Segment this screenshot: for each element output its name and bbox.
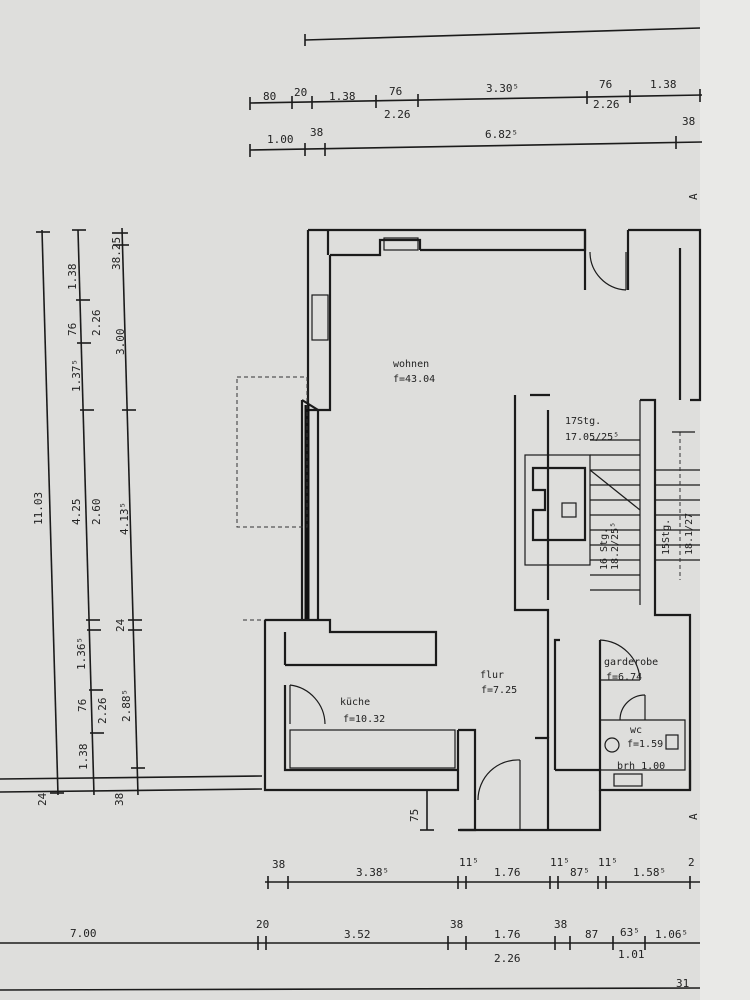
dim-75: 75 bbox=[408, 809, 421, 822]
top-dimension-chains: 80 20 1.38 76 2.26 3.30⁵ 76 2.26 1.38 1.… bbox=[249, 27, 703, 157]
dim-left-4-13: 4.13⁵ bbox=[118, 502, 131, 535]
left-dimension-chains: 11.03 1.38 76 2.26 1.37⁵ 4.25 2.60 1.36⁵… bbox=[0, 227, 263, 806]
dim-top-76b: 76 bbox=[599, 78, 612, 91]
paper-edge bbox=[700, 0, 750, 1000]
dim-top-1-38b: 1.38 bbox=[650, 78, 677, 91]
room-flur-area: f=7.25 bbox=[481, 685, 517, 696]
room-wc-area: f=1.59 bbox=[627, 739, 663, 750]
dim-top-76a: 76 bbox=[389, 85, 402, 98]
dim-bottom-3-38: 3.38⁵ bbox=[356, 866, 389, 879]
dim-top-1-00: 1.00 bbox=[267, 133, 294, 146]
dim-left-2-88: 2.88⁵ bbox=[120, 689, 133, 722]
dim-bottom-63: 63⁵ bbox=[620, 926, 640, 939]
room-garderobe-area: f=6.74 bbox=[606, 672, 642, 683]
dim-bottom-1-76b: 1.76 bbox=[494, 928, 521, 941]
stair-top-label-2: 17.05/25⁵ bbox=[565, 432, 619, 443]
dim-top-3-30: 3.30⁵ bbox=[486, 82, 519, 95]
room-flur-name: flur bbox=[480, 670, 504, 681]
dim-bottom-1-06: 1.06⁵ bbox=[655, 928, 688, 941]
room-labels: wohnen f=43.04 küche f=10.32 flur f=7.25… bbox=[340, 359, 695, 772]
dim-left-1-36: 1.36⁵ bbox=[75, 637, 88, 670]
right-stairs bbox=[655, 431, 700, 580]
dim-bottom-1-58: 1.58⁵ bbox=[633, 866, 666, 879]
dim-top-80: 80 bbox=[263, 90, 276, 103]
dim-bottom-11c: 11⁵ bbox=[598, 856, 618, 869]
dim-left-38b: 38 bbox=[113, 793, 126, 806]
page-number: 31 bbox=[676, 977, 689, 990]
dim-bottom-20: 20 bbox=[256, 918, 269, 931]
dim-bottom-1-01: 1.01 bbox=[618, 948, 645, 961]
room-kueche-name: küche bbox=[340, 697, 370, 708]
dim-top-2-26b: 2.26 bbox=[593, 98, 620, 111]
paper-sheet bbox=[0, 0, 700, 1000]
dim-bottom-2-26: 2.26 bbox=[494, 952, 521, 965]
dim-top-20: 20 bbox=[294, 86, 307, 99]
dim-top-2-26a: 2.26 bbox=[384, 108, 411, 121]
dim-left-2-26b: 2.26 bbox=[96, 698, 109, 725]
room-kueche-area: f=10.32 bbox=[343, 714, 385, 725]
dim-left-24: 24 bbox=[114, 618, 127, 632]
dim-left-2-60: 2.60 bbox=[90, 499, 103, 526]
dim-left-76b: 76 bbox=[76, 699, 89, 712]
dim-left-11-03: 11.03 bbox=[32, 492, 45, 525]
stair-top-label-1: 17Stg. bbox=[565, 416, 601, 427]
dim-left-38-25: 38.25 bbox=[110, 237, 123, 270]
dim-bottom-1-76: 1.76 bbox=[494, 866, 521, 879]
dim-bottom-7-00: 7.00 bbox=[70, 927, 97, 940]
room-garderobe-name: garderobe bbox=[604, 657, 658, 668]
dim-left-1-38b: 1.38 bbox=[77, 744, 90, 771]
stair-inner-label-2: 18.2/25⁵ bbox=[610, 522, 621, 570]
dim-bottom-38: 38 bbox=[272, 858, 285, 871]
stair-steps bbox=[589, 400, 641, 605]
dim-bottom-87b: 87 bbox=[585, 928, 598, 941]
section-mark-bottom: A bbox=[687, 813, 700, 820]
dim-left-1-37: 1.37⁵ bbox=[70, 359, 83, 392]
room-wohnen-name: wohnen bbox=[393, 359, 429, 370]
dim-bottom-11a: 11⁵ bbox=[459, 856, 479, 869]
dim-left-3-00: 3.00 bbox=[114, 329, 127, 356]
dim-left-4-25: 4.25 bbox=[70, 499, 83, 526]
room-wc-brh: brh 1.00 bbox=[617, 761, 665, 772]
dim-top-38b: 38 bbox=[682, 115, 695, 128]
dim-bottom-11b: 11⁵ bbox=[550, 856, 570, 869]
dim-left-2-26a: 2.26 bbox=[90, 310, 103, 337]
bottom-dimension-chains: 38 3.38⁵ 11⁵ 1.76 11⁵ 87⁵ 11⁵ 1.58⁵ 2 7.… bbox=[0, 856, 701, 991]
section-mark-top: A bbox=[687, 193, 700, 200]
dim-bottom-2: 2 bbox=[688, 856, 695, 869]
dim-left-24b: 24 bbox=[36, 792, 49, 806]
stair-right-label-2: 18.1/27 bbox=[684, 513, 695, 555]
dim-bottom-87: 87⁵ bbox=[570, 866, 590, 879]
room-wc-name: wc bbox=[630, 725, 642, 736]
dim-top-1-38: 1.38 bbox=[329, 90, 356, 103]
stair-inner-label-1: 16 Stg. bbox=[599, 528, 610, 570]
room-wohnen-area: f=43.04 bbox=[393, 374, 435, 385]
dim-left-76a: 76 bbox=[66, 323, 79, 336]
dim-left-1-38a: 1.38 bbox=[66, 264, 79, 291]
stair-right-label-1: 15Stg. bbox=[661, 519, 672, 555]
dim-bottom-38b: 38 bbox=[450, 918, 463, 931]
walls bbox=[236, 228, 702, 832]
dim-top-6-82: 6.82⁵ bbox=[485, 128, 518, 141]
section-markers: A A bbox=[687, 193, 700, 820]
dim-75-group: 75 bbox=[408, 789, 434, 831]
dim-top-38a: 38 bbox=[310, 126, 323, 139]
dim-bottom-38c: 38 bbox=[554, 918, 567, 931]
dim-bottom-3-52: 3.52 bbox=[344, 928, 371, 941]
